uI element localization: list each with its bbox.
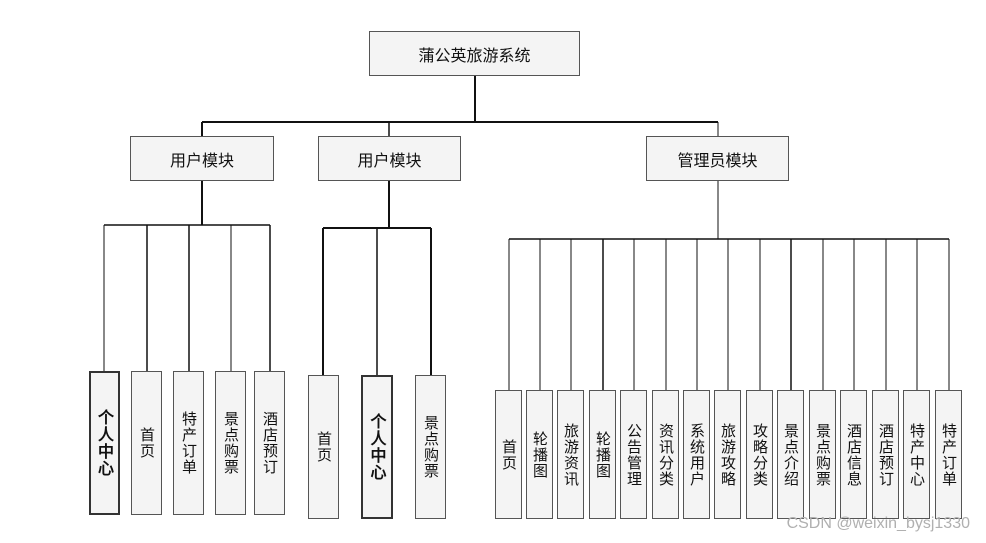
connector-m3-children [508,239,950,390]
m3-leaf-travel-news: 旅游资讯 [557,390,584,519]
m3-leaf-system-users: 系统用户 [683,390,710,519]
m3-leaf-carousel-2: 轮播图 [589,390,616,519]
m3-leaf-travel-guides: 旅游攻略 [714,390,741,519]
root-node: 蒲公英旅游系统 [369,31,580,76]
watermark-text: CSDN @weixin_bysj1330 [786,515,970,532]
m3-leaf-notice-management: 公告管理 [620,390,647,519]
m3-leaf-hotel-info: 酒店信息 [840,390,867,519]
m3-leaf-guide-category: 攻略分类 [746,390,773,519]
module-node-user-2: 用户模块 [318,136,461,181]
m2-leaf-attraction-tickets: 景点购票 [415,375,446,519]
m1-leaf-personal-center: 个人中心 [89,371,120,515]
m2-leaf-home: 首页 [308,375,339,519]
m1-leaf-specialty-orders: 特产订单 [173,371,204,515]
m1-leaf-attraction-tickets: 景点购票 [215,371,246,515]
m3-leaf-attraction-tickets: 景点购票 [809,390,836,519]
module-node-admin: 管理员模块 [646,136,789,181]
m3-leaf-hotel-booking: 酒店预订 [872,390,899,519]
m1-leaf-hotel-booking: 酒店预订 [254,371,285,515]
m3-leaf-carousel: 轮播图 [526,390,553,519]
m1-leaf-home: 首页 [131,371,162,515]
module-node-user-1: 用户模块 [130,136,274,181]
m3-leaf-specialty-orders: 特产订单 [935,390,962,519]
m3-leaf-attraction-intro: 景点介绍 [777,390,804,519]
m2-leaf-personal-center: 个人中心 [361,375,393,519]
m3-leaf-specialty-center: 特产中心 [903,390,930,519]
m3-leaf-home: 首页 [495,390,522,519]
m3-leaf-news-category: 资讯分类 [652,390,679,519]
